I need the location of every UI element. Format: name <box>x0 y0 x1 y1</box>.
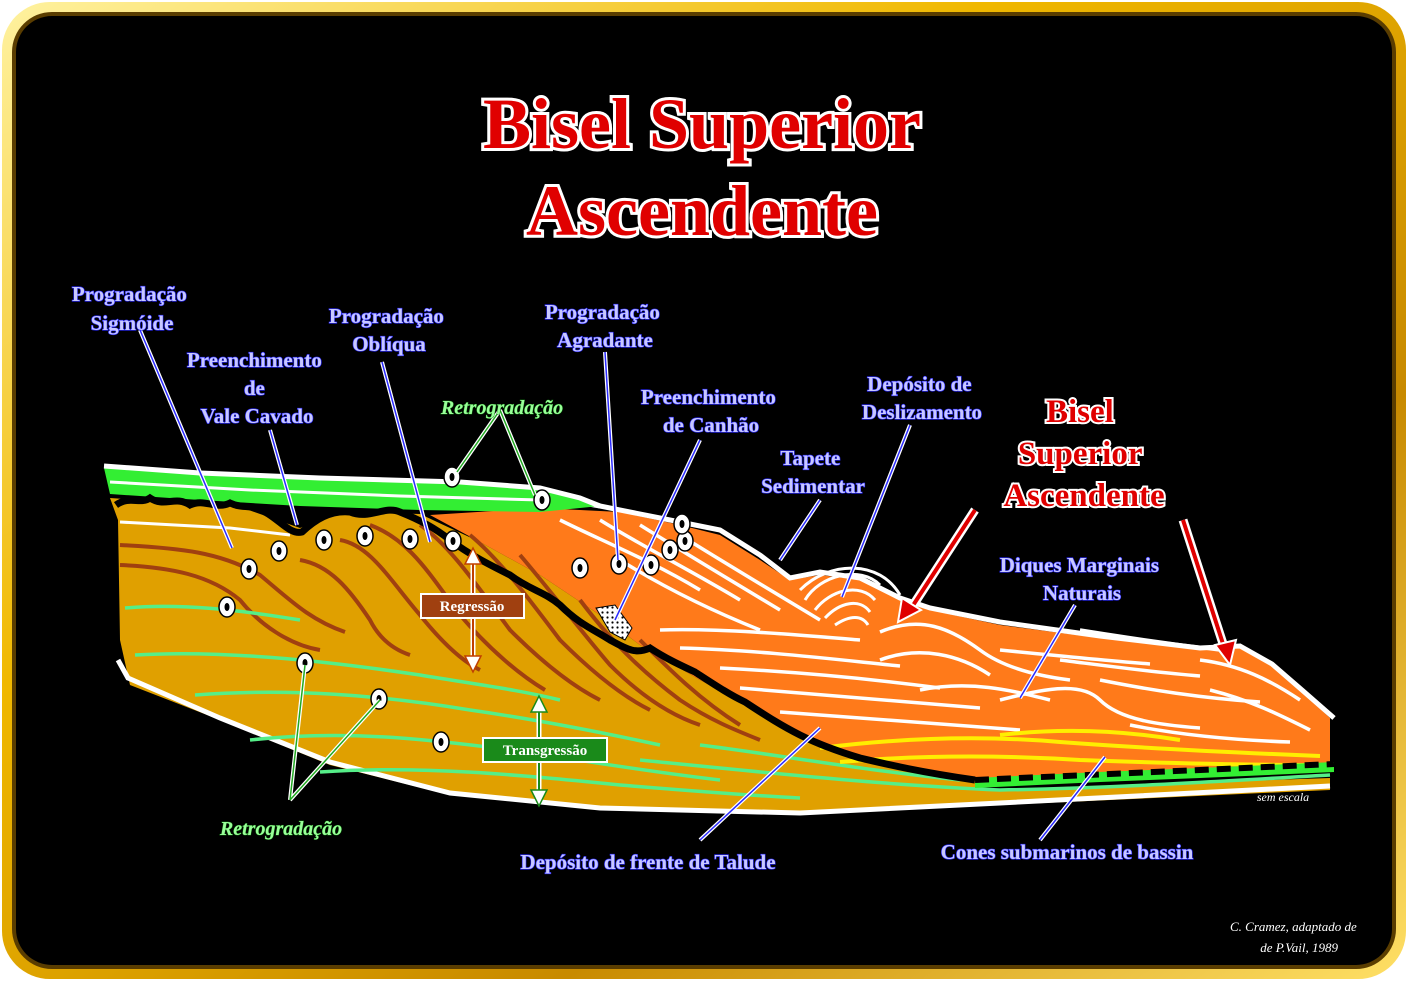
slope-body <box>430 508 1330 782</box>
label-retrogradacao-bottom: Retrogradação <box>219 818 342 840</box>
label-bisel-side: Bisel Superior Ascendente <box>1003 394 1164 514</box>
label-preench-canhao: Preenchimento de Canhão <box>641 385 781 437</box>
label-retrogradacao-top: Retrogradação <box>440 397 563 419</box>
green-layer-line <box>109 480 541 502</box>
title-line-2: Ascendente <box>526 171 878 251</box>
regression-indicator: Regressão <box>420 546 525 674</box>
cross-section: Regressão Transgressão <box>103 463 1336 816</box>
dashed-unconformity <box>974 761 1335 783</box>
label-tapete: Tapete Sedimentar <box>761 446 865 498</box>
label-deposito-frente: Depósito de frente de Talude <box>520 850 775 874</box>
label-sem-escala: sem escala <box>1257 790 1309 804</box>
regression-box <box>420 593 525 619</box>
base-outline <box>115 658 1331 816</box>
shelf-body <box>110 498 1330 815</box>
slope-top-outline <box>554 495 1336 720</box>
leader-lines <box>138 329 1107 842</box>
label-prog-agradante: Progradação Agradante <box>545 300 665 352</box>
transgression-indicator: Transgressão <box>482 694 608 808</box>
label-cones: Cones submarinos de bassin <box>941 840 1194 864</box>
yellow-turbidite-lines <box>819 728 1321 767</box>
label-deposito-desliz: Depósito de Deslizamento <box>862 372 982 424</box>
label-preench-vale: Preenchimento de Vale Cavado <box>187 348 327 428</box>
credit: C. Cramez, adaptado de de P.Vail, 1989 <box>1230 919 1360 955</box>
regression-label: Regressão <box>440 599 505 615</box>
bisel-arrows <box>896 507 1238 668</box>
unconformity-line <box>113 493 976 784</box>
label-prog-obliqua: Progradação Oblíqua <box>329 304 449 356</box>
transgression-label: Transgressão <box>503 743 587 759</box>
labels: Progradação Sigmóide Preenchimento de Va… <box>71 281 1360 955</box>
shelf-white-line <box>119 520 291 537</box>
canyon-fill <box>595 604 633 641</box>
label-prog-sigmoide: Progradação Sigmóide <box>72 282 192 335</box>
label-diques: Diques Marginais Naturais <box>1000 553 1165 605</box>
title-line-1: Bisel Superior <box>483 84 921 164</box>
transgression-box <box>482 737 608 763</box>
